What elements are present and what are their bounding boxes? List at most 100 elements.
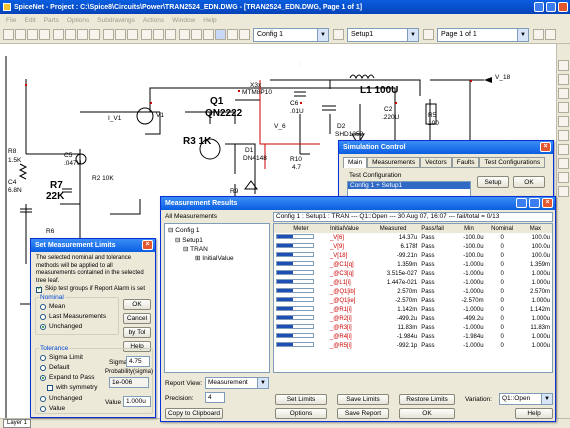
limits-cancel-button[interactable]: Cancel (123, 313, 151, 324)
skip-groups-checkbox[interactable]: ✓ (36, 286, 42, 293)
nominal-mean-radio[interactable] (40, 304, 46, 310)
tab-faults[interactable]: Faults (451, 157, 480, 168)
tree-setup[interactable]: ⊟ Setup1 (175, 237, 203, 244)
zoom-in-icon[interactable] (103, 29, 114, 40)
palette-source-icon[interactable] (558, 172, 569, 183)
report-view-select[interactable]: Measurement ▼ (205, 377, 269, 389)
col-measured[interactable]: Measured (379, 225, 407, 232)
close-button[interactable] (558, 2, 568, 12)
menu-file[interactable]: File (6, 16, 17, 24)
setup-icon[interactable] (423, 29, 434, 40)
sim-ok-button[interactable]: OK (513, 176, 545, 188)
menu-parts[interactable]: Parts (43, 16, 59, 24)
limits-ok-button[interactable]: OK (123, 299, 151, 310)
limits-help-button[interactable]: Help (123, 341, 151, 352)
col-max[interactable]: Max (529, 225, 542, 232)
copy-icon[interactable] (77, 29, 88, 40)
col-min[interactable]: Min (464, 225, 474, 232)
paste-icon[interactable] (89, 29, 100, 40)
palette-transistor-icon[interactable] (558, 144, 569, 155)
nominal-unchanged-radio[interactable] (40, 324, 46, 330)
pointer-icon[interactable] (153, 29, 164, 40)
close-icon[interactable]: × (142, 240, 153, 250)
tol-unchanged-radio[interactable] (40, 396, 46, 402)
find-icon[interactable] (53, 29, 64, 40)
col-meter[interactable]: Meter (293, 225, 309, 232)
cut-icon[interactable] (65, 29, 76, 40)
measurement-tree[interactable]: ⊟ Config 1 ⊟ Setup1 ⊟ TRAN ⊞ InitialValu… (164, 223, 270, 373)
precision-input[interactable]: 4 (205, 392, 225, 403)
maximize-button[interactable] (546, 2, 556, 12)
config-select[interactable]: Config 1 ▼ (253, 28, 329, 42)
zoom-fit-icon[interactable] (127, 29, 138, 40)
menu-options[interactable]: Options (66, 16, 90, 24)
tree-config[interactable]: ⊟ Config 1 (168, 227, 200, 234)
results-table-container[interactable]: Meter InitialValue Measured Pass/fail Mi… (273, 223, 553, 373)
menu-actions[interactable]: Actions (142, 16, 165, 24)
copy-to-clipboard-button[interactable]: Copy to Clipboard (165, 408, 223, 419)
next-page-icon[interactable] (545, 29, 556, 40)
tab-vectors[interactable]: Vectors (420, 157, 452, 168)
close-icon[interactable]: × (542, 198, 553, 208)
value-input[interactable]: 1.000u (123, 396, 151, 407)
tab-test-configurations[interactable]: Test Configurations (479, 157, 546, 168)
col-initialvalue[interactable]: InitialValue (329, 225, 359, 232)
tol-expand-radio[interactable] (40, 375, 46, 381)
palette-ground-icon[interactable] (558, 158, 569, 169)
palette-diode-icon[interactable] (558, 130, 569, 141)
palette-inductor-icon[interactable] (558, 116, 569, 127)
config-icon[interactable] (333, 29, 344, 40)
settings-icon[interactable] (239, 29, 250, 40)
results-help-button[interactable]: Help (515, 408, 553, 419)
layer-tab[interactable]: Layer 1 (3, 419, 32, 428)
col-passfail[interactable]: Pass/fail (421, 225, 444, 232)
measure-icon[interactable] (203, 29, 214, 40)
new-icon[interactable] (3, 29, 14, 40)
tol-sigma-radio[interactable] (40, 355, 46, 361)
probe-icon[interactable] (191, 29, 202, 40)
tol-default-radio[interactable] (40, 365, 46, 371)
sweep-icon[interactable] (227, 29, 238, 40)
minimize-button[interactable] (516, 198, 527, 208)
symmetry-checkbox[interactable] (47, 385, 53, 391)
zoom-out-icon[interactable] (115, 29, 126, 40)
tool-icon[interactable] (215, 29, 226, 40)
menu-edit[interactable]: Edit (24, 16, 36, 24)
tree-initialvalue[interactable]: ⊞ InitialValue (195, 255, 234, 262)
variation-select[interactable]: Q1::Open ▼ (499, 393, 553, 405)
tree-tran[interactable]: ⊟ TRAN (183, 246, 208, 253)
palette-pointer-icon[interactable] (558, 60, 569, 71)
menu-window[interactable]: Window (172, 16, 196, 24)
options-button[interactable]: Options (275, 408, 327, 419)
run-icon[interactable] (165, 29, 176, 40)
maximize-button[interactable] (529, 198, 540, 208)
simulate-icon[interactable] (179, 29, 190, 40)
save-icon[interactable] (27, 29, 38, 40)
results-ok-button[interactable]: OK (399, 408, 455, 419)
test-config-item[interactable]: Config 1 + Setup1 (348, 182, 470, 189)
tab-measurements[interactable]: Measurements (367, 157, 421, 168)
palette-resistor-icon[interactable] (558, 88, 569, 99)
restore-limits-button[interactable]: Restore Limits (399, 394, 455, 405)
print-icon[interactable] (39, 29, 50, 40)
tol-value-radio[interactable] (40, 406, 46, 412)
palette-text-icon[interactable] (558, 186, 569, 197)
col-nominal[interactable]: Nominal (491, 225, 514, 232)
setup-select[interactable]: Setup1 ▼ (347, 28, 419, 42)
set-limits-button[interactable]: Set Limits (275, 394, 327, 405)
palette-wire-icon[interactable] (558, 74, 569, 85)
setup-button[interactable]: Setup (477, 176, 509, 188)
